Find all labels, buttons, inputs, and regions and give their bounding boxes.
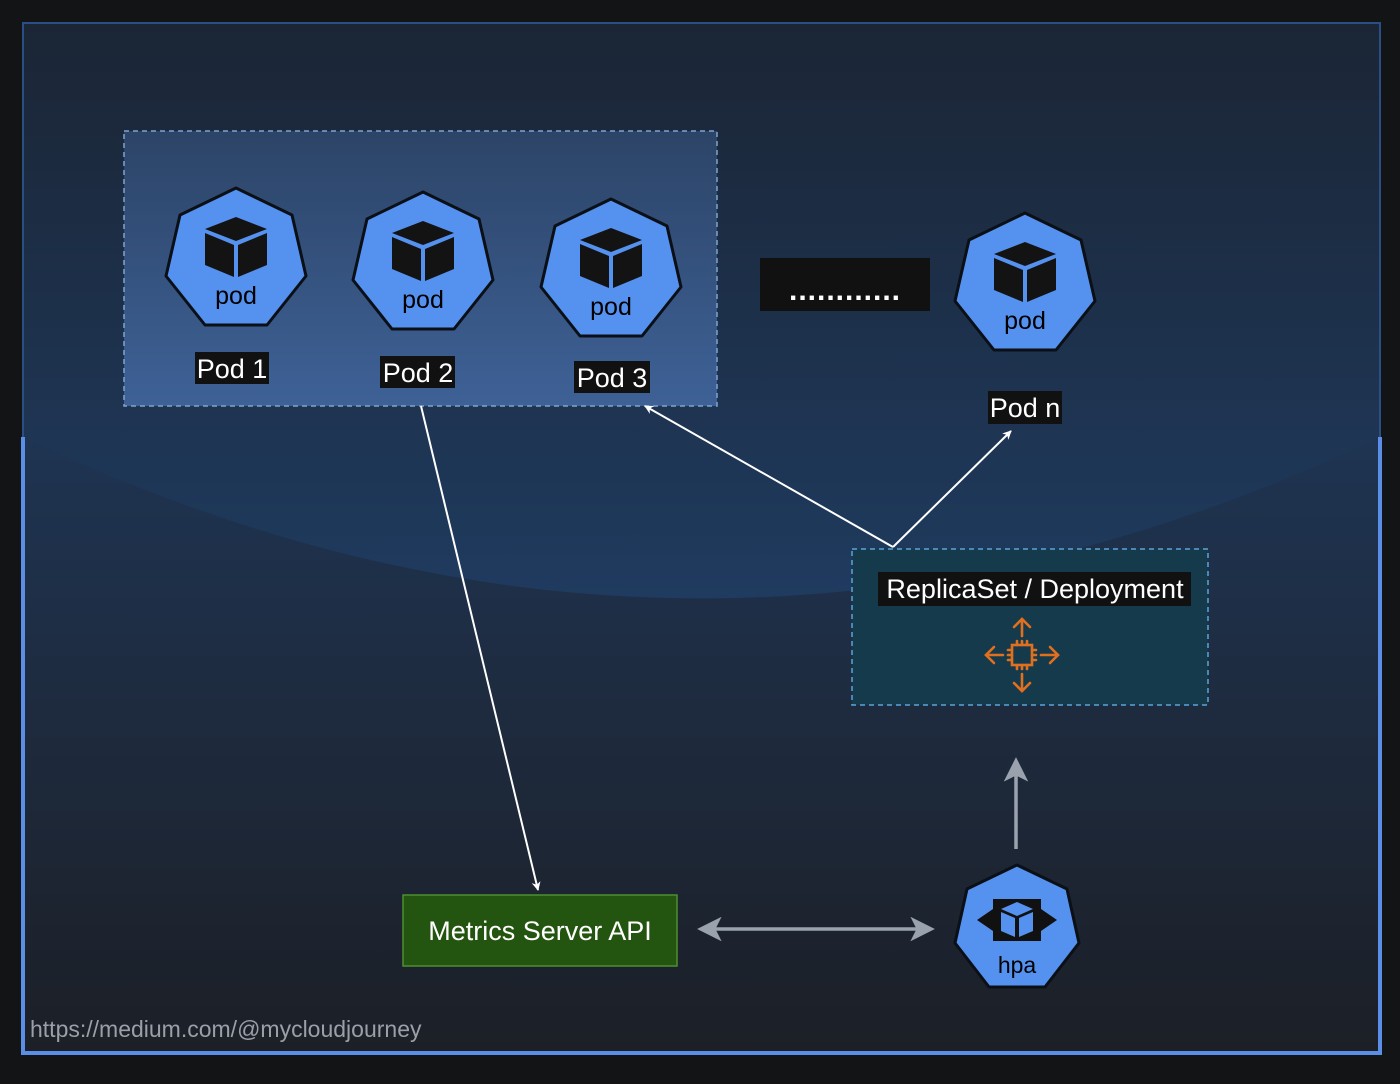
hpa-node[interactable]: hpa bbox=[953, 863, 1081, 989]
pod-n-label: Pod n bbox=[988, 391, 1062, 424]
pod-icon: pod bbox=[351, 190, 495, 331]
ellipsis-box: ............ bbox=[760, 258, 930, 311]
pod-3-label: Pod 3 bbox=[574, 361, 650, 393]
pod-2-label: Pod 2 bbox=[380, 356, 455, 388]
pod-n-node[interactable]: pod bbox=[953, 211, 1097, 352]
pod-2-node[interactable]: pod bbox=[351, 190, 495, 331]
arrow-replicaset-to-pod3 bbox=[644, 405, 894, 548]
replicaset-box[interactable]: ReplicaSet / Deployment bbox=[851, 548, 1209, 706]
hpa-cube-arrows-icon bbox=[977, 899, 1057, 941]
pod-1-node[interactable]: pod bbox=[164, 186, 308, 327]
hpa-icon-text: hpa bbox=[998, 952, 1037, 978]
pod-3-node[interactable]: pod bbox=[539, 197, 683, 338]
arrow-pod2-to-metrics bbox=[420, 405, 541, 891]
watermark-url: https://medium.com/@mycloudjourney bbox=[30, 1016, 422, 1042]
pod-icon-text: pod bbox=[590, 293, 632, 321]
pod-1-label: Pod 1 bbox=[195, 352, 269, 384]
pod-icon-text: pod bbox=[1004, 307, 1046, 335]
replicaset-label: ReplicaSet / Deployment bbox=[886, 574, 1184, 604]
pod-icon-text: pod bbox=[402, 286, 444, 314]
arrow-replicaset-to-podn bbox=[892, 430, 1012, 548]
pod-label: Pod 2 bbox=[383, 358, 454, 388]
pod-label: Pod 3 bbox=[577, 363, 648, 393]
pod-icon-text: pod bbox=[215, 282, 257, 310]
ellipsis-text: ............ bbox=[789, 274, 901, 307]
pod-icon: pod bbox=[953, 211, 1097, 352]
metrics-server-box[interactable]: Metrics Server API bbox=[402, 894, 678, 967]
pod-icon: pod bbox=[164, 186, 308, 327]
metrics-server-label: Metrics Server API bbox=[428, 916, 652, 946]
pod-icon: pod bbox=[539, 197, 683, 338]
autoscaling-chip-icon bbox=[984, 617, 1060, 693]
pod-label: Pod n bbox=[990, 393, 1061, 423]
pod-label: Pod 1 bbox=[197, 354, 268, 384]
